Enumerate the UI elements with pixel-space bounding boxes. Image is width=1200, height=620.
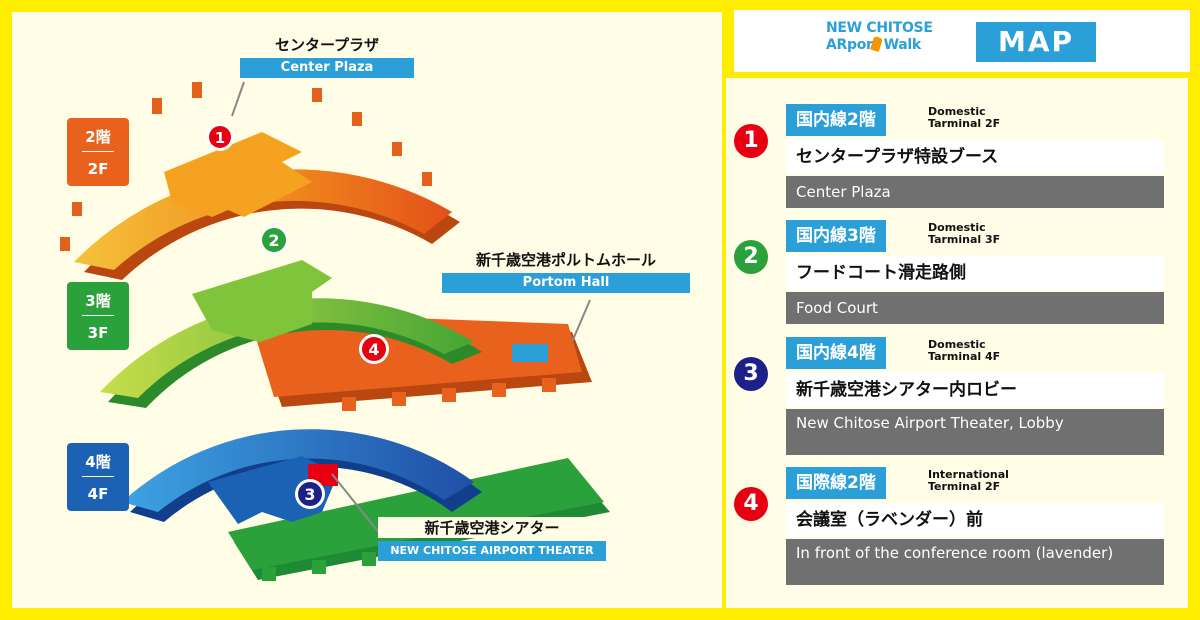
legend-location-en: In front of the conference room (lavende… <box>786 539 1164 585</box>
legend-terminal-type: International <box>928 468 1009 481</box>
legend-terminal-floor: Terminal 2F <box>928 480 1001 493</box>
legend-terminal-label: Domestic Tarminal 4F <box>928 339 1000 363</box>
callout-theater-en: NEW CHITOSE AIRPORT THEATER <box>378 541 606 561</box>
floor-tab-3f-en: 3F <box>87 324 109 342</box>
legend-number-2: 2 <box>734 240 768 274</box>
legend-terminal-label: Domestic Tarminal 2F <box>928 106 1000 130</box>
floor-tab-4f[interactable]: 4階 4F <box>67 443 129 511</box>
floor-tab-divider <box>82 315 114 316</box>
floor-tab-4f-en: 4F <box>87 485 109 503</box>
floor-tab-3f-jp: 3階 <box>85 292 111 310</box>
legend-floor-tag: 国内線2階 <box>786 104 886 136</box>
floor-tab-divider <box>82 151 114 152</box>
legend-terminal-type: Domestic <box>928 338 986 351</box>
header: NEW CHITOSE ARport Walk MAP <box>734 10 1190 72</box>
floor-tab-2f-jp: 2階 <box>85 128 111 146</box>
floor-2f-shape <box>60 82 460 280</box>
floor-tab-4f-jp: 4階 <box>85 453 111 471</box>
legend-location-jp: 会議室（ラベンダー）前 <box>786 503 1164 537</box>
legend-location-en: Center Plaza <box>786 176 1164 208</box>
callout-center-plaza-en: Center Plaza <box>240 58 414 78</box>
legend-location-en: New Chitose Airport Theater, Lobby <box>786 409 1164 455</box>
floor-3f-shape <box>100 260 592 411</box>
legend-terminal-floor: Tarminal 3F <box>928 233 1001 246</box>
map-marker-1[interactable]: 1 <box>206 123 234 151</box>
callout-leaders <box>231 81 591 535</box>
floor-tab-2f-en: 2F <box>87 160 109 178</box>
callout-portom-hall: 新千歳空港ポルトムホール Portom Hall <box>442 249 690 293</box>
legend-terminal-type: Domestic <box>928 105 986 118</box>
legend-number-3: 3 <box>734 357 768 391</box>
legend-terminal-label: International Terminal 2F <box>928 469 1009 493</box>
legend-terminal-floor: Tarminal 4F <box>928 350 1001 363</box>
legend-number-1: 1 <box>734 124 768 158</box>
floor-tab-2f[interactable]: 2階 2F <box>67 118 129 186</box>
floor-tab-3f[interactable]: 3階 3F <box>67 282 129 350</box>
callout-portom-hall-en: Portom Hall <box>442 273 690 293</box>
brand-line-1: NEW CHITOSE <box>826 20 933 36</box>
callout-center-plaza-jp: センタープラザ <box>240 34 414 55</box>
map-badge: MAP <box>976 22 1096 62</box>
svg-text:4: 4 <box>368 340 379 359</box>
legend-floor-tag: 国内線3階 <box>786 220 886 252</box>
legend-floor-tag: 国際線2階 <box>786 467 886 499</box>
legend-location-jp: フードコート滑走路側 <box>786 256 1164 290</box>
svg-text:2: 2 <box>268 231 279 250</box>
legend-floor-tag: 国内線4階 <box>786 337 886 369</box>
svg-text:3: 3 <box>304 485 315 504</box>
map-marker-3[interactable]: 3 <box>295 479 325 509</box>
legend-terminal-floor: Tarminal 2F <box>928 117 1001 130</box>
floor-tab-divider <box>82 476 114 477</box>
callout-center-plaza: センタープラザ Center Plaza <box>240 34 414 78</box>
legend-location-jp: センタープラザ特設ブース <box>786 140 1164 174</box>
svg-text:1: 1 <box>215 129 225 147</box>
map-marker-4[interactable]: 4 <box>359 334 389 364</box>
legend-terminal-type: Domestic <box>928 221 986 234</box>
legend-location-jp: 新千歳空港シアター内ロビー <box>786 373 1164 407</box>
callout-theater: 新千歳空港シアター NEW CHITOSE AIRPORT THEATER <box>378 517 606 561</box>
map-panel: 1 2 3 4 <box>12 12 722 608</box>
legend-terminal-label: Domestic Tarminal 3F <box>928 222 1000 246</box>
legend-location-en: Food Court <box>786 292 1164 324</box>
map-marker-2[interactable]: 2 <box>259 225 289 255</box>
legend-number-4: 4 <box>734 487 768 521</box>
callout-theater-jp: 新千歳空港シアター <box>378 517 606 538</box>
callout-portom-hall-jp: 新千歳空港ポルトムホール <box>442 249 690 270</box>
